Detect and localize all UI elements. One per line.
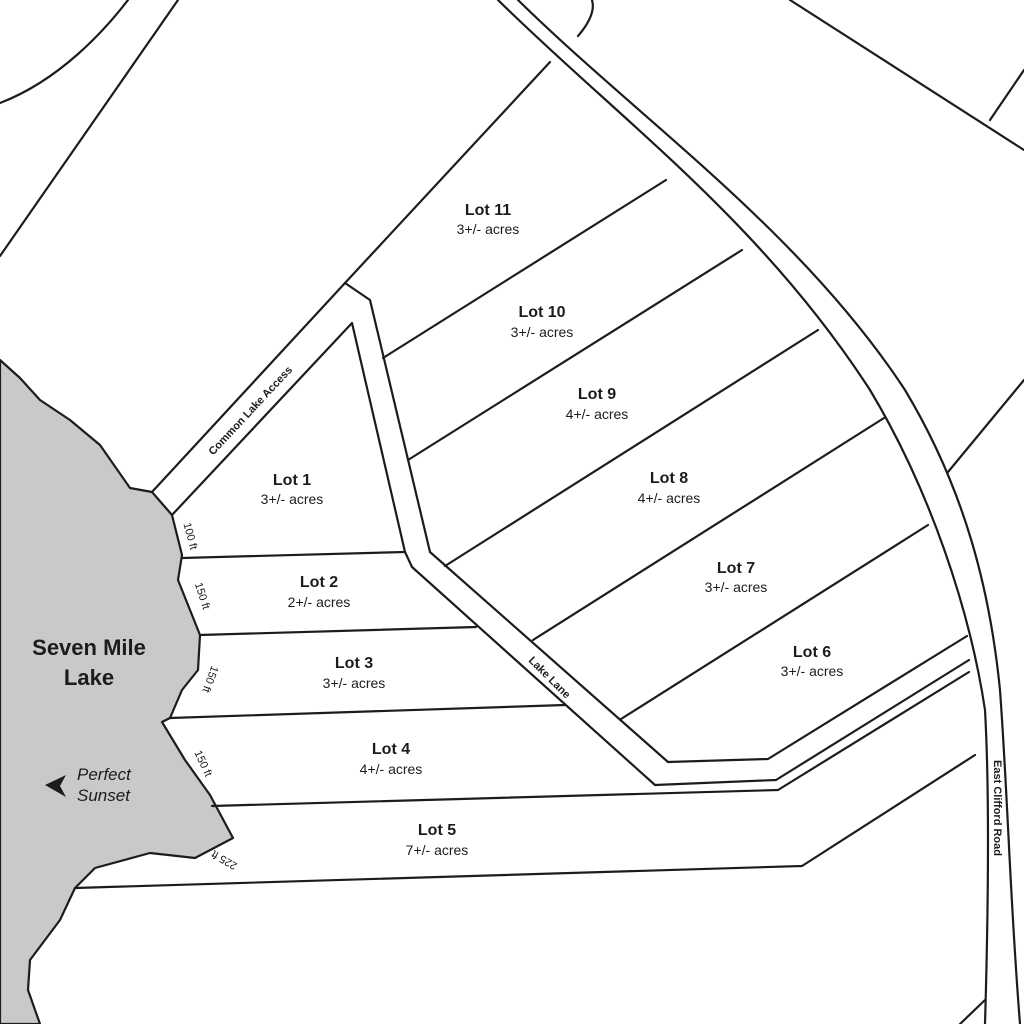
lot-name: Lot 6 — [793, 644, 831, 661]
lot-acres: 4+/- acres — [360, 761, 423, 777]
common-access-north-edge — [150, 281, 347, 494]
parcel-line-nw-2 — [0, 0, 180, 258]
lake-lane-outer-edge — [343, 281, 969, 764]
lot-acres: 3+/- acres — [323, 675, 386, 691]
lot-3-label: Lot 3 3+/- acres — [323, 655, 386, 691]
lot-line-2-3 — [198, 625, 478, 637]
common-lake-access-label: Common Lake Access — [207, 364, 296, 458]
lot-line-7-8 — [531, 416, 886, 642]
frontage-lot-3: 150 ft — [199, 664, 220, 694]
lot-line-3-4 — [168, 703, 567, 720]
lot-name: Lot 9 — [578, 386, 616, 403]
lot-name: Lot 7 — [717, 560, 755, 577]
lot-line-4-5 — [210, 670, 971, 808]
parcel-line-nw-1 — [0, 0, 130, 105]
lot-acres: 3+/- acres — [261, 491, 324, 507]
lot-7-label: Lot 7 3+/- acres — [705, 560, 768, 595]
lot-line-1-2 — [180, 550, 407, 560]
lot-line-10-11 — [381, 178, 668, 360]
sunset-label-line-2: Sunset — [77, 786, 131, 805]
parcel-line-ne-3 — [988, 68, 1024, 122]
lot-8-label: Lot 8 4+/- acres — [638, 470, 701, 506]
lake-name-line-2: Lake — [64, 665, 114, 690]
lot-name: Lot 4 — [372, 741, 410, 758]
parcel-line-ne-2 — [788, 0, 1024, 152]
lot-name: Lot 3 — [335, 655, 373, 672]
lot-line-8-9 — [443, 328, 820, 568]
parcel-line-se — [958, 998, 987, 1024]
lake-lane-label: Lake Lane — [526, 655, 573, 702]
lot-9-label: Lot 9 4+/- acres — [566, 386, 629, 422]
lot-acres: 3+/- acres — [457, 221, 520, 237]
lot-name: Lot 2 — [300, 574, 338, 591]
lot-acres: 3+/- acres — [705, 579, 768, 595]
lot-name: Lot 5 — [418, 822, 456, 839]
lot-1-label: Lot 1 3+/- acres — [261, 472, 324, 507]
lot-line-6-7 — [619, 523, 930, 721]
parcel-line-ne-1 — [576, 0, 594, 38]
lot-acres: 4+/- acres — [638, 490, 701, 506]
lot-5-label: Lot 5 7+/- acres — [406, 822, 469, 858]
common-access-south-edge — [170, 321, 407, 554]
lot-11-label: Lot 11 3+/- acres — [457, 202, 520, 237]
lot-name: Lot 11 — [465, 202, 511, 219]
east-clifford-road-west-edge — [496, 0, 990, 1024]
sunset-label-line-1: Perfect — [77, 765, 132, 784]
lot-acres: 4+/- acres — [566, 406, 629, 422]
lot-6-label: Lot 6 3+/- acres — [781, 644, 844, 679]
lot-line-9-10 — [406, 248, 744, 462]
lake-lane-inner-edge — [403, 550, 971, 787]
parcel-line-ne-4 — [946, 378, 1024, 474]
lot-acres: 7+/- acres — [406, 842, 469, 858]
lot-acres: 3+/- acres — [781, 663, 844, 679]
lot-acres: 2+/- acres — [288, 594, 351, 610]
east-clifford-road-label: East Clifford Road — [991, 760, 1003, 856]
lake-name-line-1: Seven Mile — [32, 635, 146, 660]
parcel-line-n-1 — [343, 60, 552, 285]
east-clifford-road-east-edge — [516, 0, 1022, 1024]
lot-name: Lot 8 — [650, 470, 688, 487]
lot-line-5-south — [73, 753, 977, 890]
lot-acres: 3+/- acres — [511, 324, 574, 340]
lot-10-label: Lot 10 3+/- acres — [511, 304, 574, 340]
frontage-lot-5: 225 ft — [210, 848, 240, 872]
lot-name: Lot 1 — [273, 472, 311, 489]
lot-name: Lot 10 — [518, 304, 565, 321]
lake-water — [0, 358, 235, 1024]
sunset-arrow-icon — [45, 775, 66, 797]
frontage-lot-2: 150 ft — [192, 581, 212, 611]
lot-4-label: Lot 4 4+/- acres — [360, 741, 423, 777]
lot-2-label: Lot 2 2+/- acres — [288, 574, 351, 610]
frontage-lot-1: 100 ft — [181, 521, 200, 551]
